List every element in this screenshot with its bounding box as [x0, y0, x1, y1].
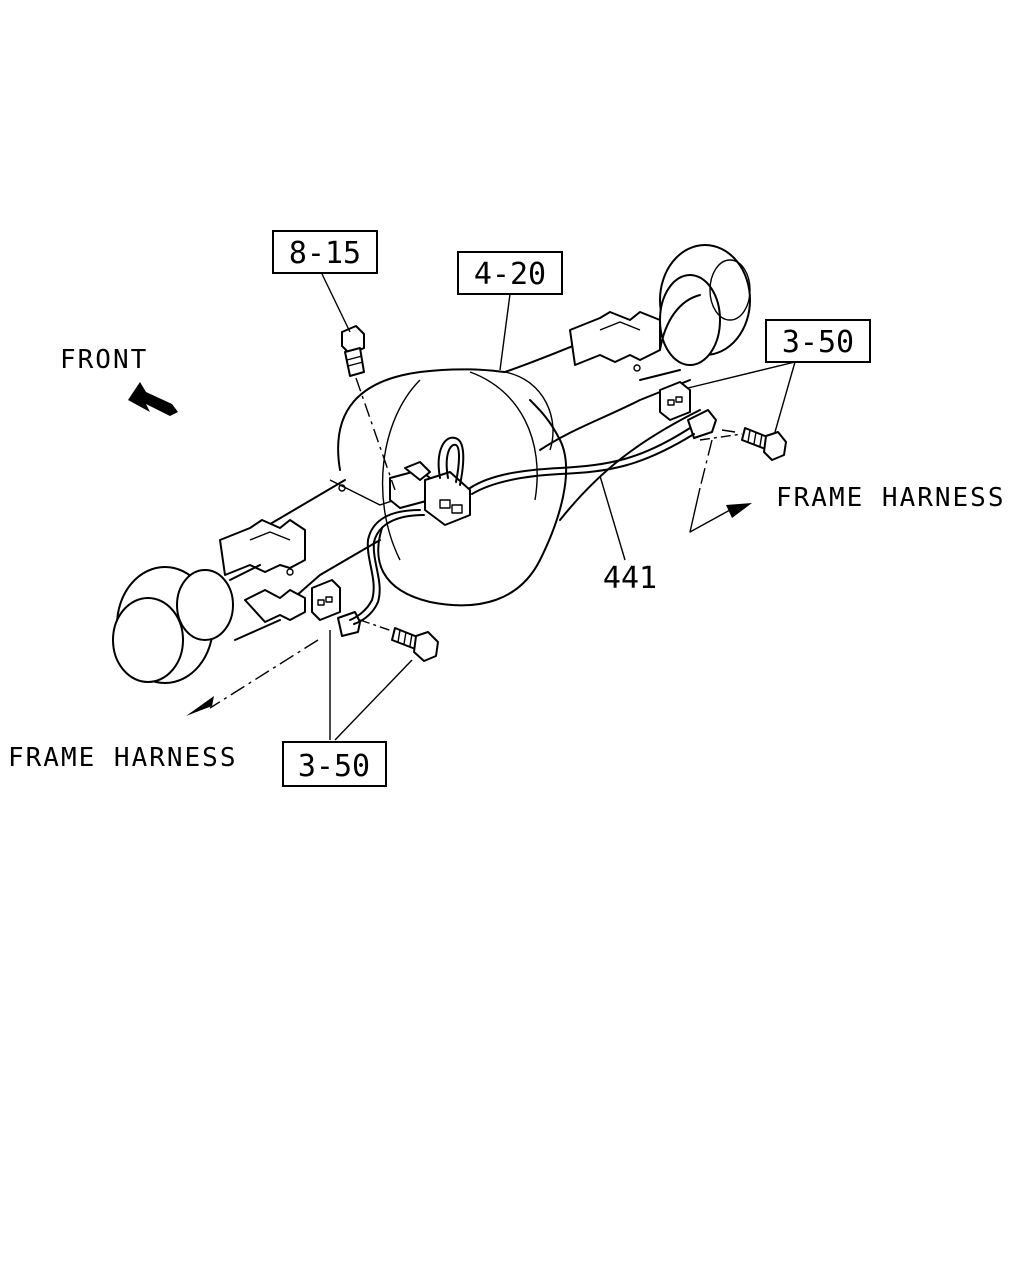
harness-direction-arrow-right-icon [726, 503, 752, 518]
callout-8-15: 8-15 [272, 230, 378, 274]
front-arrow-icon [128, 382, 178, 416]
callout-4-20: 4-20 [457, 251, 563, 295]
harness-clamp-assembly [389, 436, 471, 526]
left-spring-seat [219, 519, 306, 623]
bolt-3-50-right-icon [741, 427, 787, 461]
callout-4-20-label: 4-20 [474, 257, 546, 292]
sensor-harness-wire [349, 427, 695, 625]
callout-3-50-bottom: 3-50 [282, 741, 387, 787]
left-hub [112, 564, 281, 684]
part-441-label: 441 [603, 561, 657, 596]
axle-housing [229, 334, 701, 611]
callout-3-50-right-label: 3-50 [782, 325, 854, 360]
leader-lines [209, 273, 796, 741]
bolt-3-50-bottom-icon [391, 627, 439, 662]
callout-8-15-label: 8-15 [289, 236, 361, 271]
right-sensor-bracket [633, 364, 717, 439]
right-hub [639, 244, 751, 381]
front-label: FRONT [60, 345, 148, 375]
frame-harness-left-label: FRAME HARNESS [8, 743, 238, 773]
callout-3-50-bottom-label: 3-50 [298, 749, 370, 784]
bolt-8-15-icon [341, 325, 365, 377]
frame-harness-right-label: FRAME HARNESS [776, 483, 1006, 513]
callout-3-50-right: 3-50 [765, 319, 871, 363]
right-spring-seat [569, 311, 661, 366]
harness-direction-arrow-left-icon [186, 696, 214, 716]
